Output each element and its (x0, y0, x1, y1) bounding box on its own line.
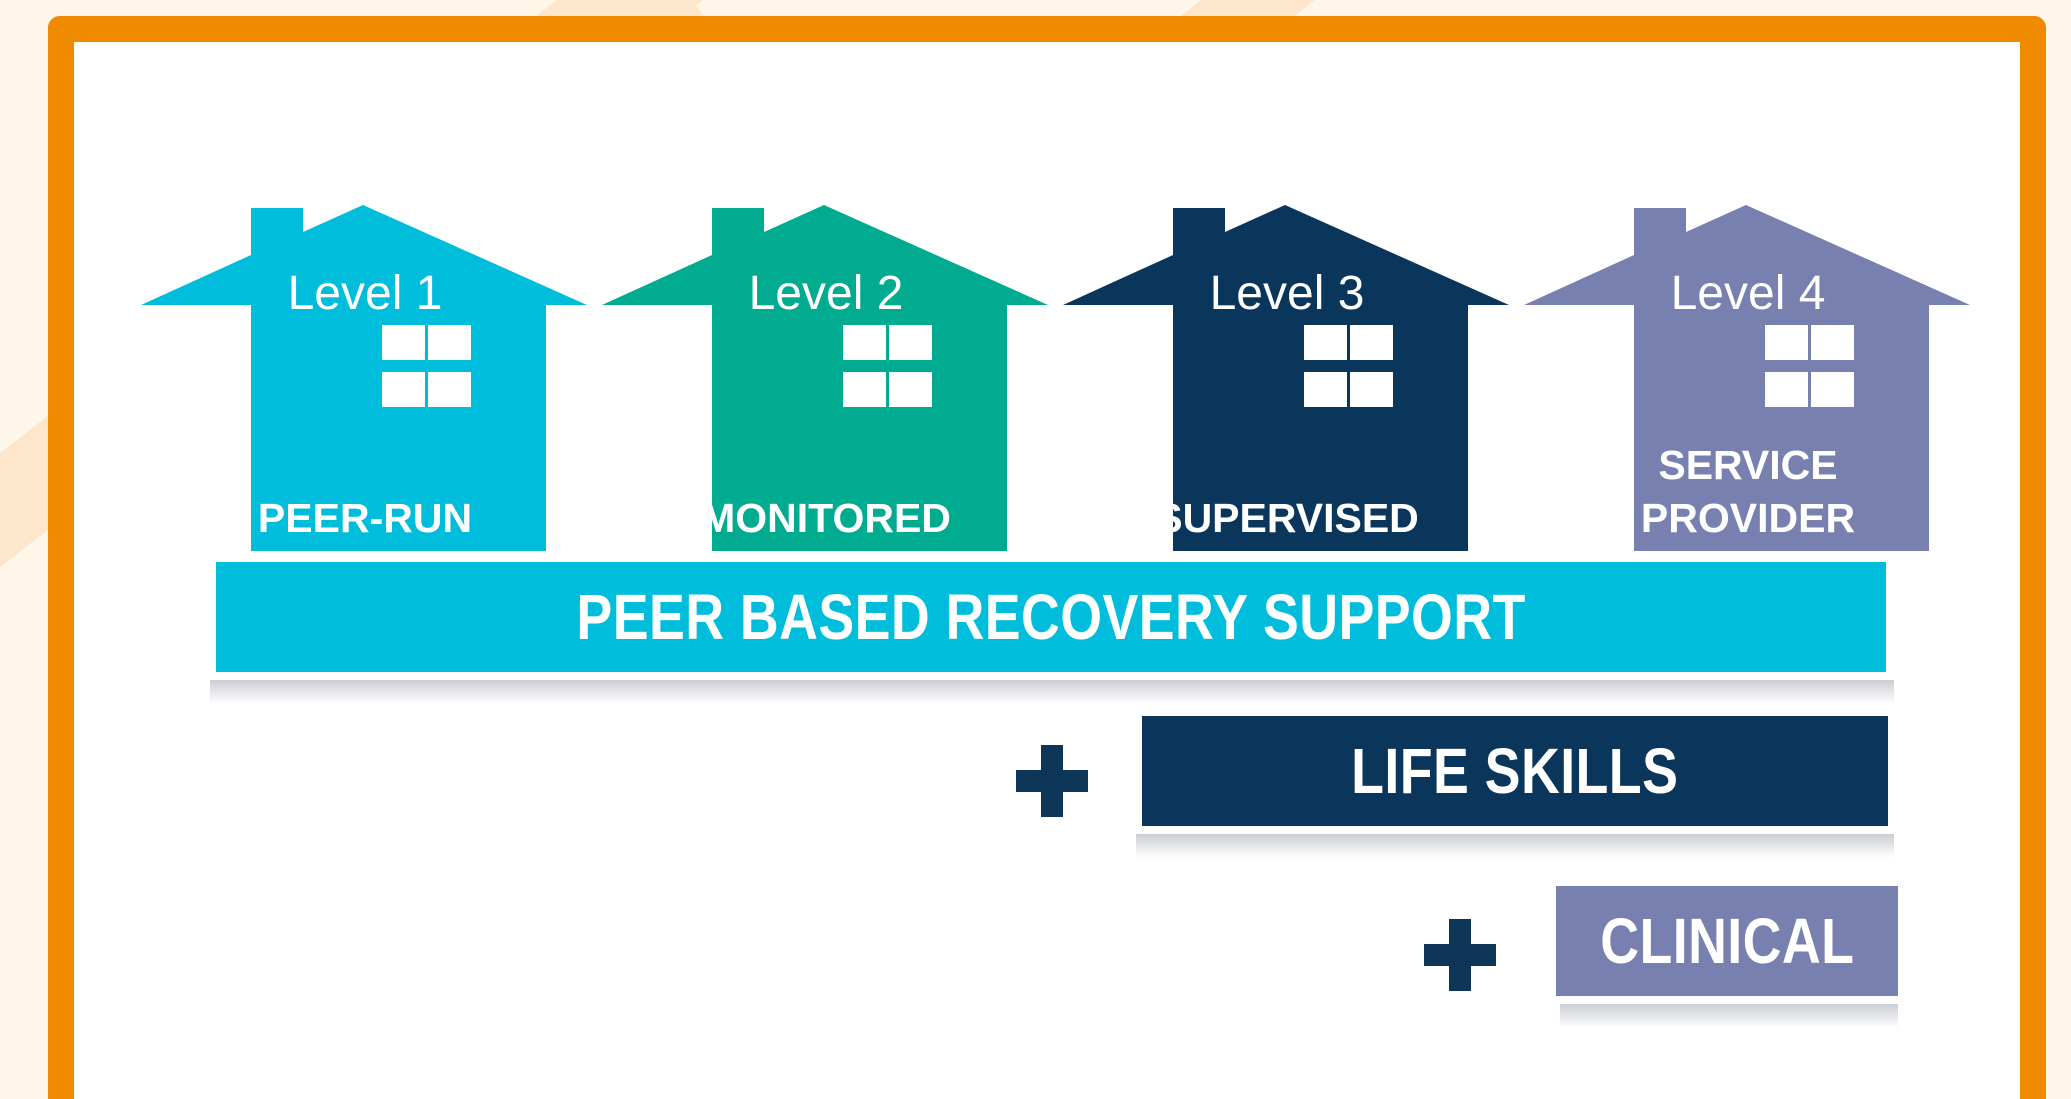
house-level-2: Level 2 MONITORED (602, 205, 1048, 551)
house-level-label: Level 1 (288, 267, 443, 320)
diagram-frame (48, 16, 2046, 1099)
house-level-label: Level 2 (749, 267, 904, 320)
plus-icon (1016, 745, 1088, 817)
clinical-label: CLINICAL (1599, 905, 1855, 977)
house-type-label: PEER-RUN (258, 495, 472, 541)
bar-shadow (210, 680, 1894, 704)
life-skills-bar: LIFE SKILLS (1142, 716, 1888, 826)
house-level-1: Level 1 PEER-RUN (141, 205, 587, 551)
house-shape (141, 205, 587, 551)
peer-based-recovery-support-label: PEER BASED RECOVERY SUPPORT (576, 581, 1526, 653)
window-icon (382, 325, 471, 407)
clinical-bar: CLINICAL (1556, 886, 1898, 996)
house-level-4: Level 4 SERVICE PROVIDER (1524, 205, 1970, 551)
house-type-label: SERVICE (1658, 442, 1837, 488)
window-icon (1765, 325, 1854, 407)
window-icon (1304, 325, 1393, 407)
peer-based-recovery-support-bar: PEER BASED RECOVERY SUPPORT (216, 562, 1886, 672)
life-skills-label: LIFE SKILLS (1351, 735, 1679, 807)
bar-shadow (1136, 834, 1894, 858)
house-shape (1063, 205, 1509, 551)
house-type-label: PROVIDER (1641, 495, 1855, 541)
house-level-3: Level 3 SUPERVISED (1063, 205, 1509, 551)
house-level-label: Level 4 (1671, 267, 1826, 320)
house-level-label: Level 3 (1210, 267, 1365, 320)
house-type-label: SUPERVISED (1155, 495, 1419, 541)
house-type-label: MONITORED (701, 495, 951, 541)
bar-shadow (1560, 1004, 1898, 1028)
house-shape (1524, 205, 1970, 551)
plus-icon (1424, 919, 1496, 991)
house-shape (602, 205, 1048, 551)
window-icon (843, 325, 932, 407)
